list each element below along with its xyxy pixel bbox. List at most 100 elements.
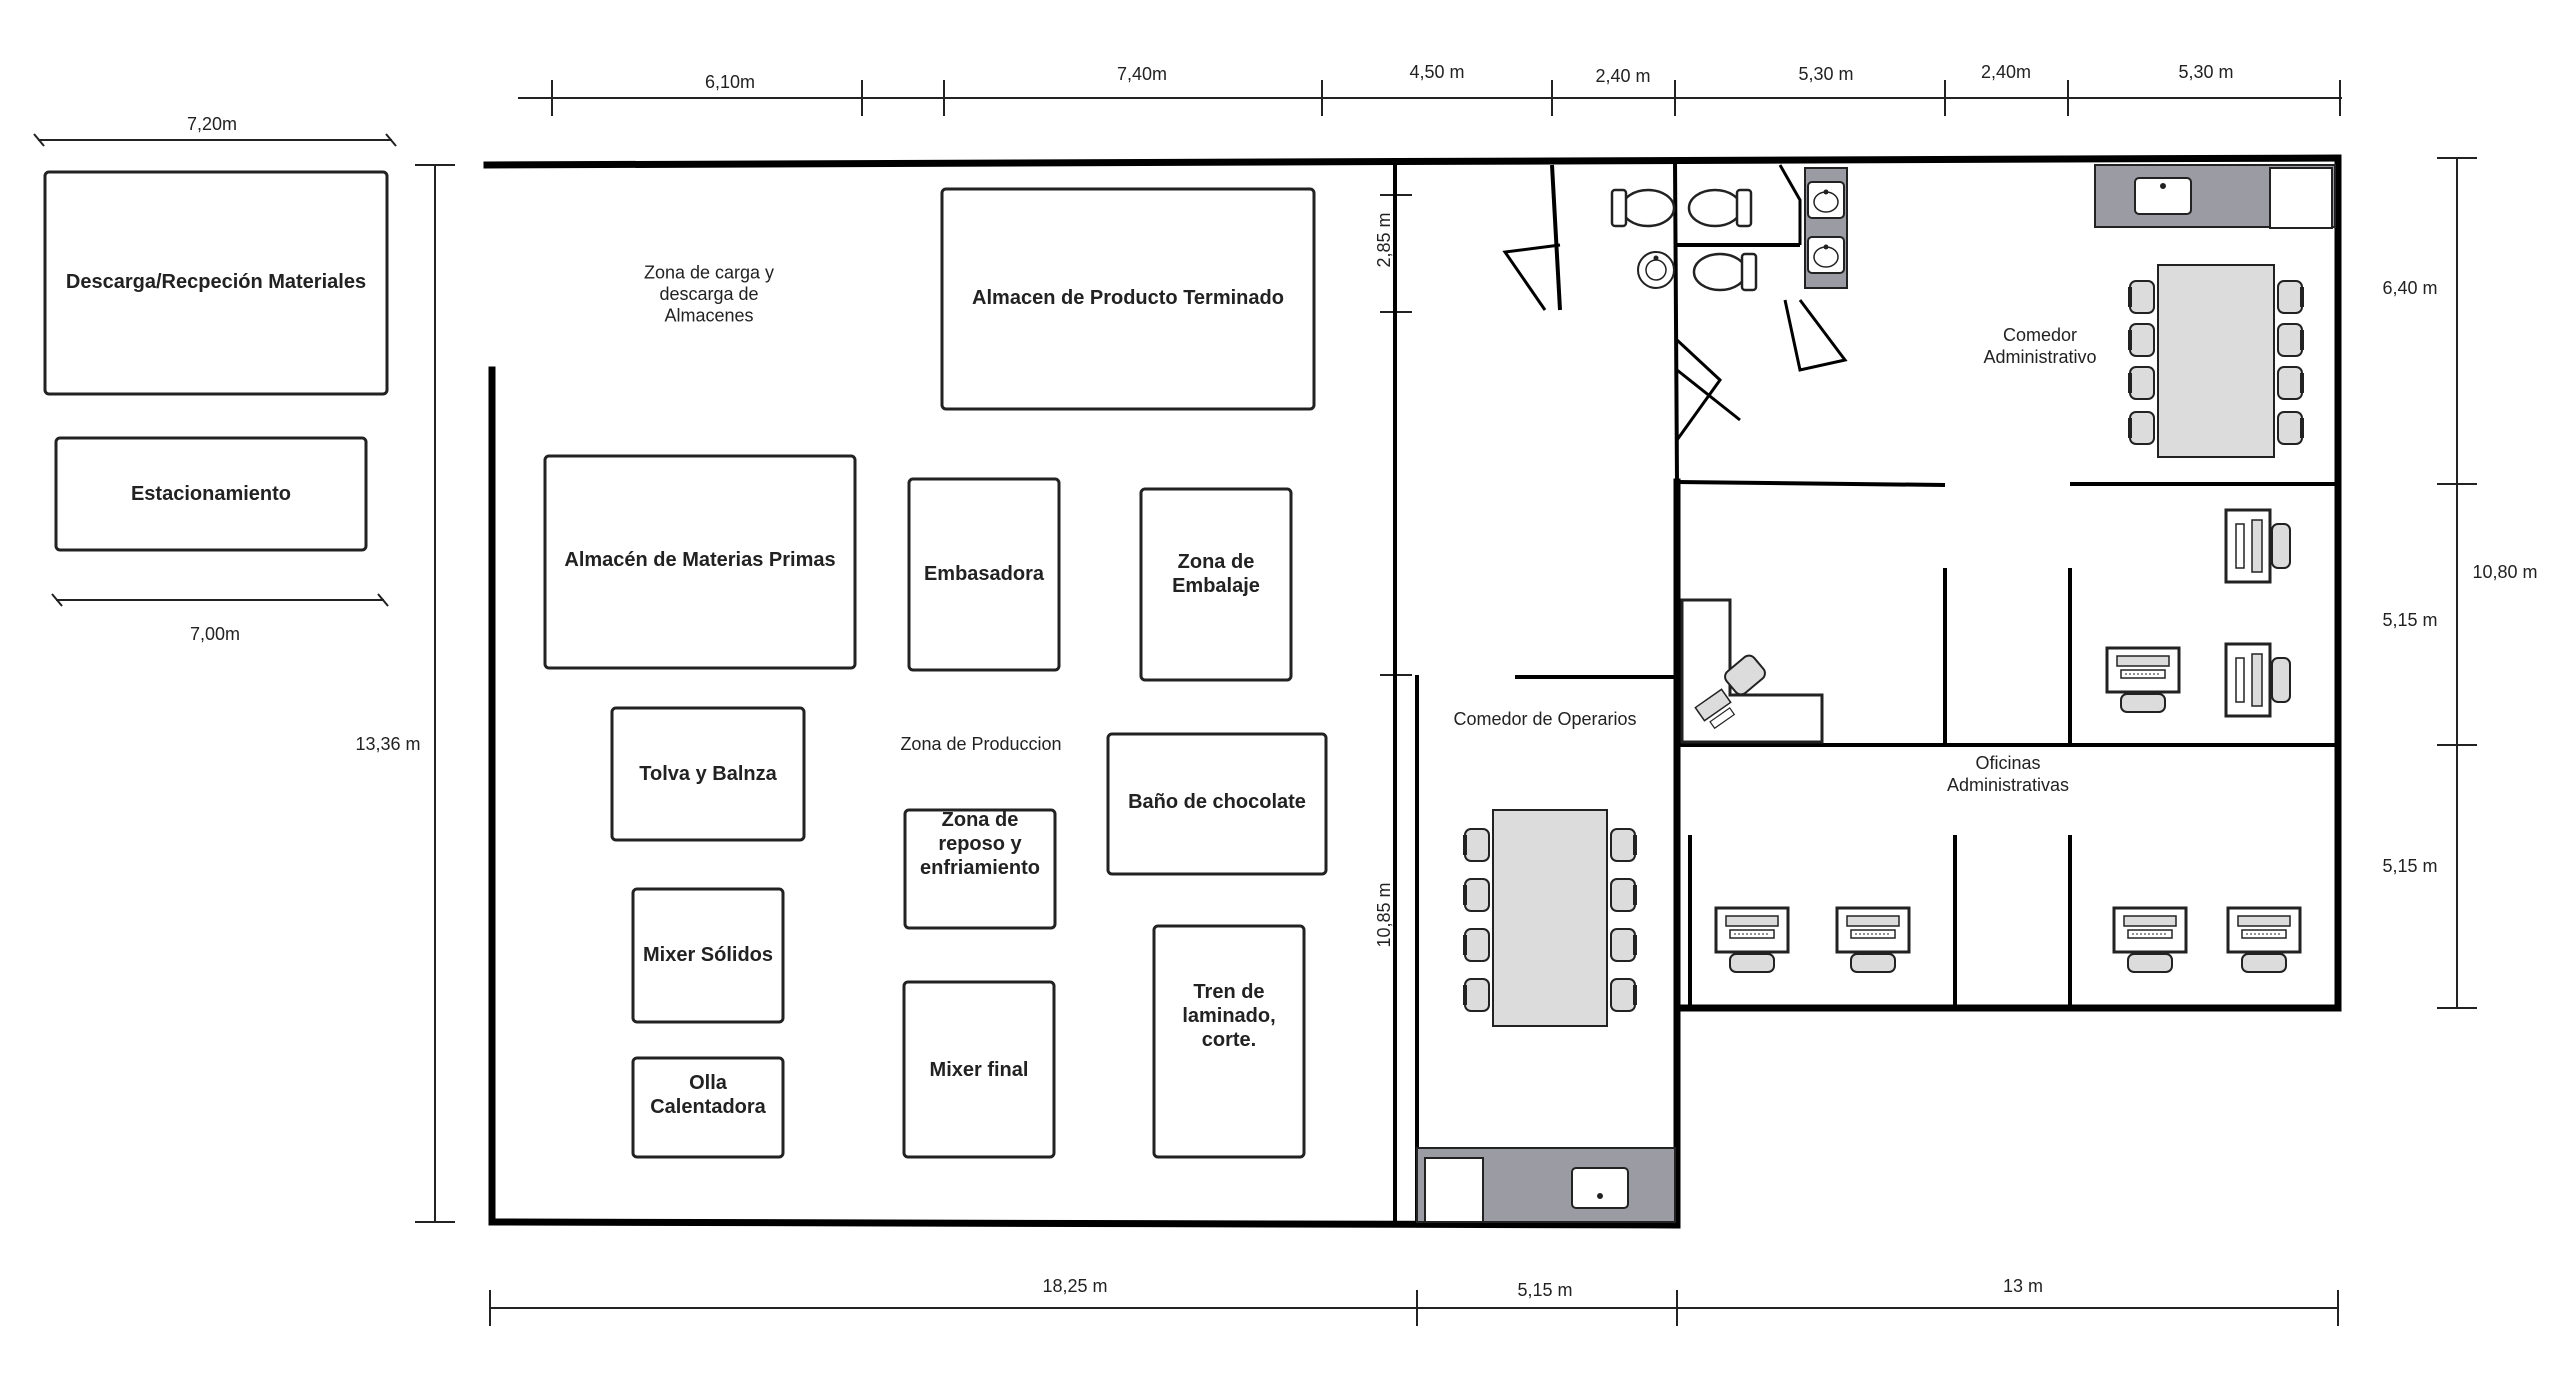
sink-icon [1807, 236, 1845, 274]
production-zone-label: Zona de Produccion [900, 734, 1061, 754]
dim-top-2: 7,40m [1117, 64, 1167, 84]
label-line: Almacenes [664, 306, 753, 326]
heating-pot-box [631, 1056, 785, 1159]
dimension-lines [33, 80, 2477, 1326]
computer-icon [1694, 688, 1736, 730]
office-furniture [1680, 508, 2302, 974]
admin-kitchen-counter [2094, 164, 2336, 229]
dim-right-2: 5,15 m [2382, 610, 2437, 630]
dim-top-7: 5,30 m [2178, 62, 2233, 82]
lamination-box [1152, 924, 1306, 1159]
staff-kitchen-counter [1416, 1147, 1676, 1223]
dim-left-total: 13,36 m [355, 734, 420, 754]
dimension-labels: 6,10m 7,40m 4,50 m 2,40 m 5,30 m 2,40m 5… [187, 62, 2538, 1300]
final-mixer-label: Mixer final [930, 1059, 1029, 1081]
computer-icon [2226, 906, 2302, 974]
dim-bottom-3: 13 m [2003, 1276, 2043, 1296]
raw-storage-label: Almacén de Materias Primas [564, 549, 835, 571]
dim-bottom-1: 18,25 m [1042, 1276, 1107, 1296]
computer-icon [2224, 508, 2292, 584]
dim-top-4: 2,40 m [1595, 66, 1650, 86]
sink-icon [1637, 251, 1675, 289]
walls [483, 154, 2342, 1229]
packing-box [1139, 487, 1293, 682]
label-line: Comedor [2003, 325, 2077, 345]
computer-icon [2224, 642, 2292, 718]
equipment [543, 187, 1328, 1159]
label-line: Olla [689, 1072, 728, 1094]
label-line: Almacén de Materias Primas [564, 549, 835, 571]
door-icon [1502, 164, 1848, 441]
admin-dining-table [2128, 264, 2304, 458]
label-line: Tolva y Balnza [639, 763, 777, 785]
dim-inner-upper: 2,85 m [1374, 212, 1394, 267]
unloading-area [43, 170, 389, 396]
dim-top-5: 5,30 m [1798, 64, 1853, 84]
toilet-icon [1692, 252, 1758, 292]
sink-icon [2134, 177, 2192, 215]
dim-inner-lower: 10,85 m [1374, 882, 1394, 947]
chocolate-bath-label: Baño de chocolate [1128, 791, 1306, 813]
label-line: Administrativas [1947, 775, 2069, 795]
chocolate-bath-box [1106, 732, 1328, 876]
parking-area [54, 436, 368, 552]
label-line: Calentadora [650, 1096, 766, 1118]
finished-storage-label: Almacen de Producto Terminado [972, 287, 1284, 309]
sink-icon [1571, 1167, 1629, 1209]
hopper-box [610, 706, 806, 842]
chair-icon [1724, 654, 1766, 696]
solids-mixer-label: Mixer Sólidos [643, 944, 773, 966]
interior-walls [1393, 159, 2338, 1222]
label-line: Baño de chocolate [1128, 791, 1306, 813]
label-line: Oficinas [1975, 753, 2040, 773]
sink-icon [1807, 181, 1845, 219]
hopper-label: Tolva y Balnza [639, 763, 777, 785]
cooling-box [903, 808, 1057, 930]
bathroom [1610, 167, 1848, 292]
dim-right-1: 6,40 m [2382, 278, 2437, 298]
bagger-box [907, 477, 1061, 672]
label-line: Zona de [942, 809, 1019, 831]
label-line: Zona de [1178, 551, 1255, 573]
parking-label: Estacionamiento [131, 483, 291, 505]
label-line: laminado, [1182, 1005, 1275, 1027]
label-line: Tren de [1193, 981, 1264, 1003]
label-line: Embasadora [924, 563, 1045, 585]
dim-top-1: 6,10m [705, 72, 755, 92]
dim-top-6: 2,40m [1981, 62, 2031, 82]
dining-table-icon [2157, 264, 2275, 458]
label-line: Zona de carga y [644, 262, 774, 282]
dim-bottom-2: 5,15 m [1517, 1280, 1572, 1300]
label-line: Mixer Sólidos [643, 944, 773, 966]
dim-external-top: 7,20m [187, 114, 237, 134]
dining-table-icon [1492, 809, 1608, 1027]
label-line: Administrativo [1983, 347, 2096, 367]
label-line: corte. [1202, 1029, 1256, 1051]
toilet-icon [1687, 188, 1753, 228]
label-line: Embalaje [1172, 575, 1260, 597]
label-line: Almacen de Producto Terminado [972, 287, 1284, 309]
equipment-labels: Almacen de Producto Terminado Almacén de… [564, 287, 1306, 1118]
final-mixer-box [902, 980, 1056, 1159]
toilet-icon [1610, 188, 1676, 228]
solids-mixer-box [631, 887, 785, 1024]
label-line: enfriamiento [920, 857, 1040, 879]
staff-dining-label: Comedor de Operarios [1453, 709, 1636, 729]
bagger-label: Embasadora [924, 563, 1045, 585]
label-line: reposo y [938, 833, 1022, 855]
computer-icon [2105, 646, 2181, 714]
dim-external-bottom: 7,00m [190, 624, 240, 644]
finished-storage-box [940, 187, 1316, 411]
computer-icon [1835, 906, 1911, 974]
label-line: Mixer final [930, 1059, 1029, 1081]
dim-top-3: 4,50 m [1409, 62, 1464, 82]
external-area: Descarga/Recpeción Materiales Estacionam… [43, 170, 389, 552]
